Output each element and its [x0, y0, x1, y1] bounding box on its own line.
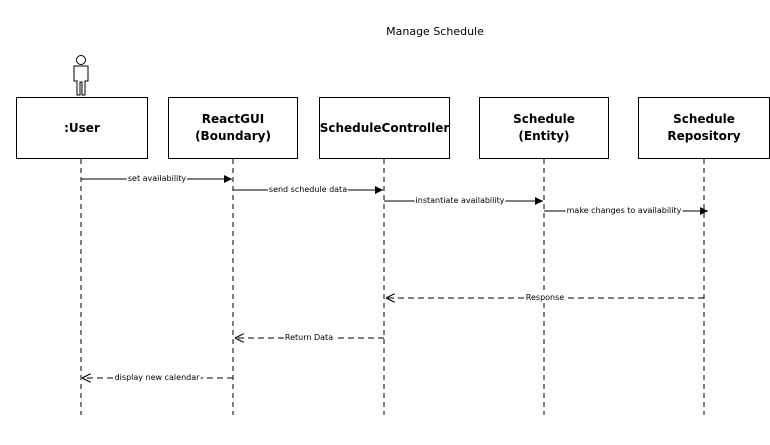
message-label-3: instantiate availability: [414, 196, 506, 206]
participant-user: :User: [16, 97, 148, 159]
diagram-title: Manage Schedule: [386, 25, 484, 38]
actor-icon: [73, 55, 89, 96]
message-label-2: send schedule data: [267, 185, 349, 195]
participant-schedule-entity: Schedule (Entity): [479, 97, 609, 159]
participant-schedule-repository: Schedule Repository: [638, 97, 770, 159]
participant-schedule-controller: ScheduleController: [319, 97, 450, 159]
message-label-6: Return Data: [283, 333, 335, 343]
message-label-7: display new calendar: [113, 373, 201, 383]
message-label-4: make changes to availability: [565, 206, 683, 216]
message-label-5: Response: [524, 293, 566, 303]
participant-reactgui: ReactGUI (Boundary): [168, 97, 298, 159]
message-label-1: set availability: [126, 174, 188, 184]
